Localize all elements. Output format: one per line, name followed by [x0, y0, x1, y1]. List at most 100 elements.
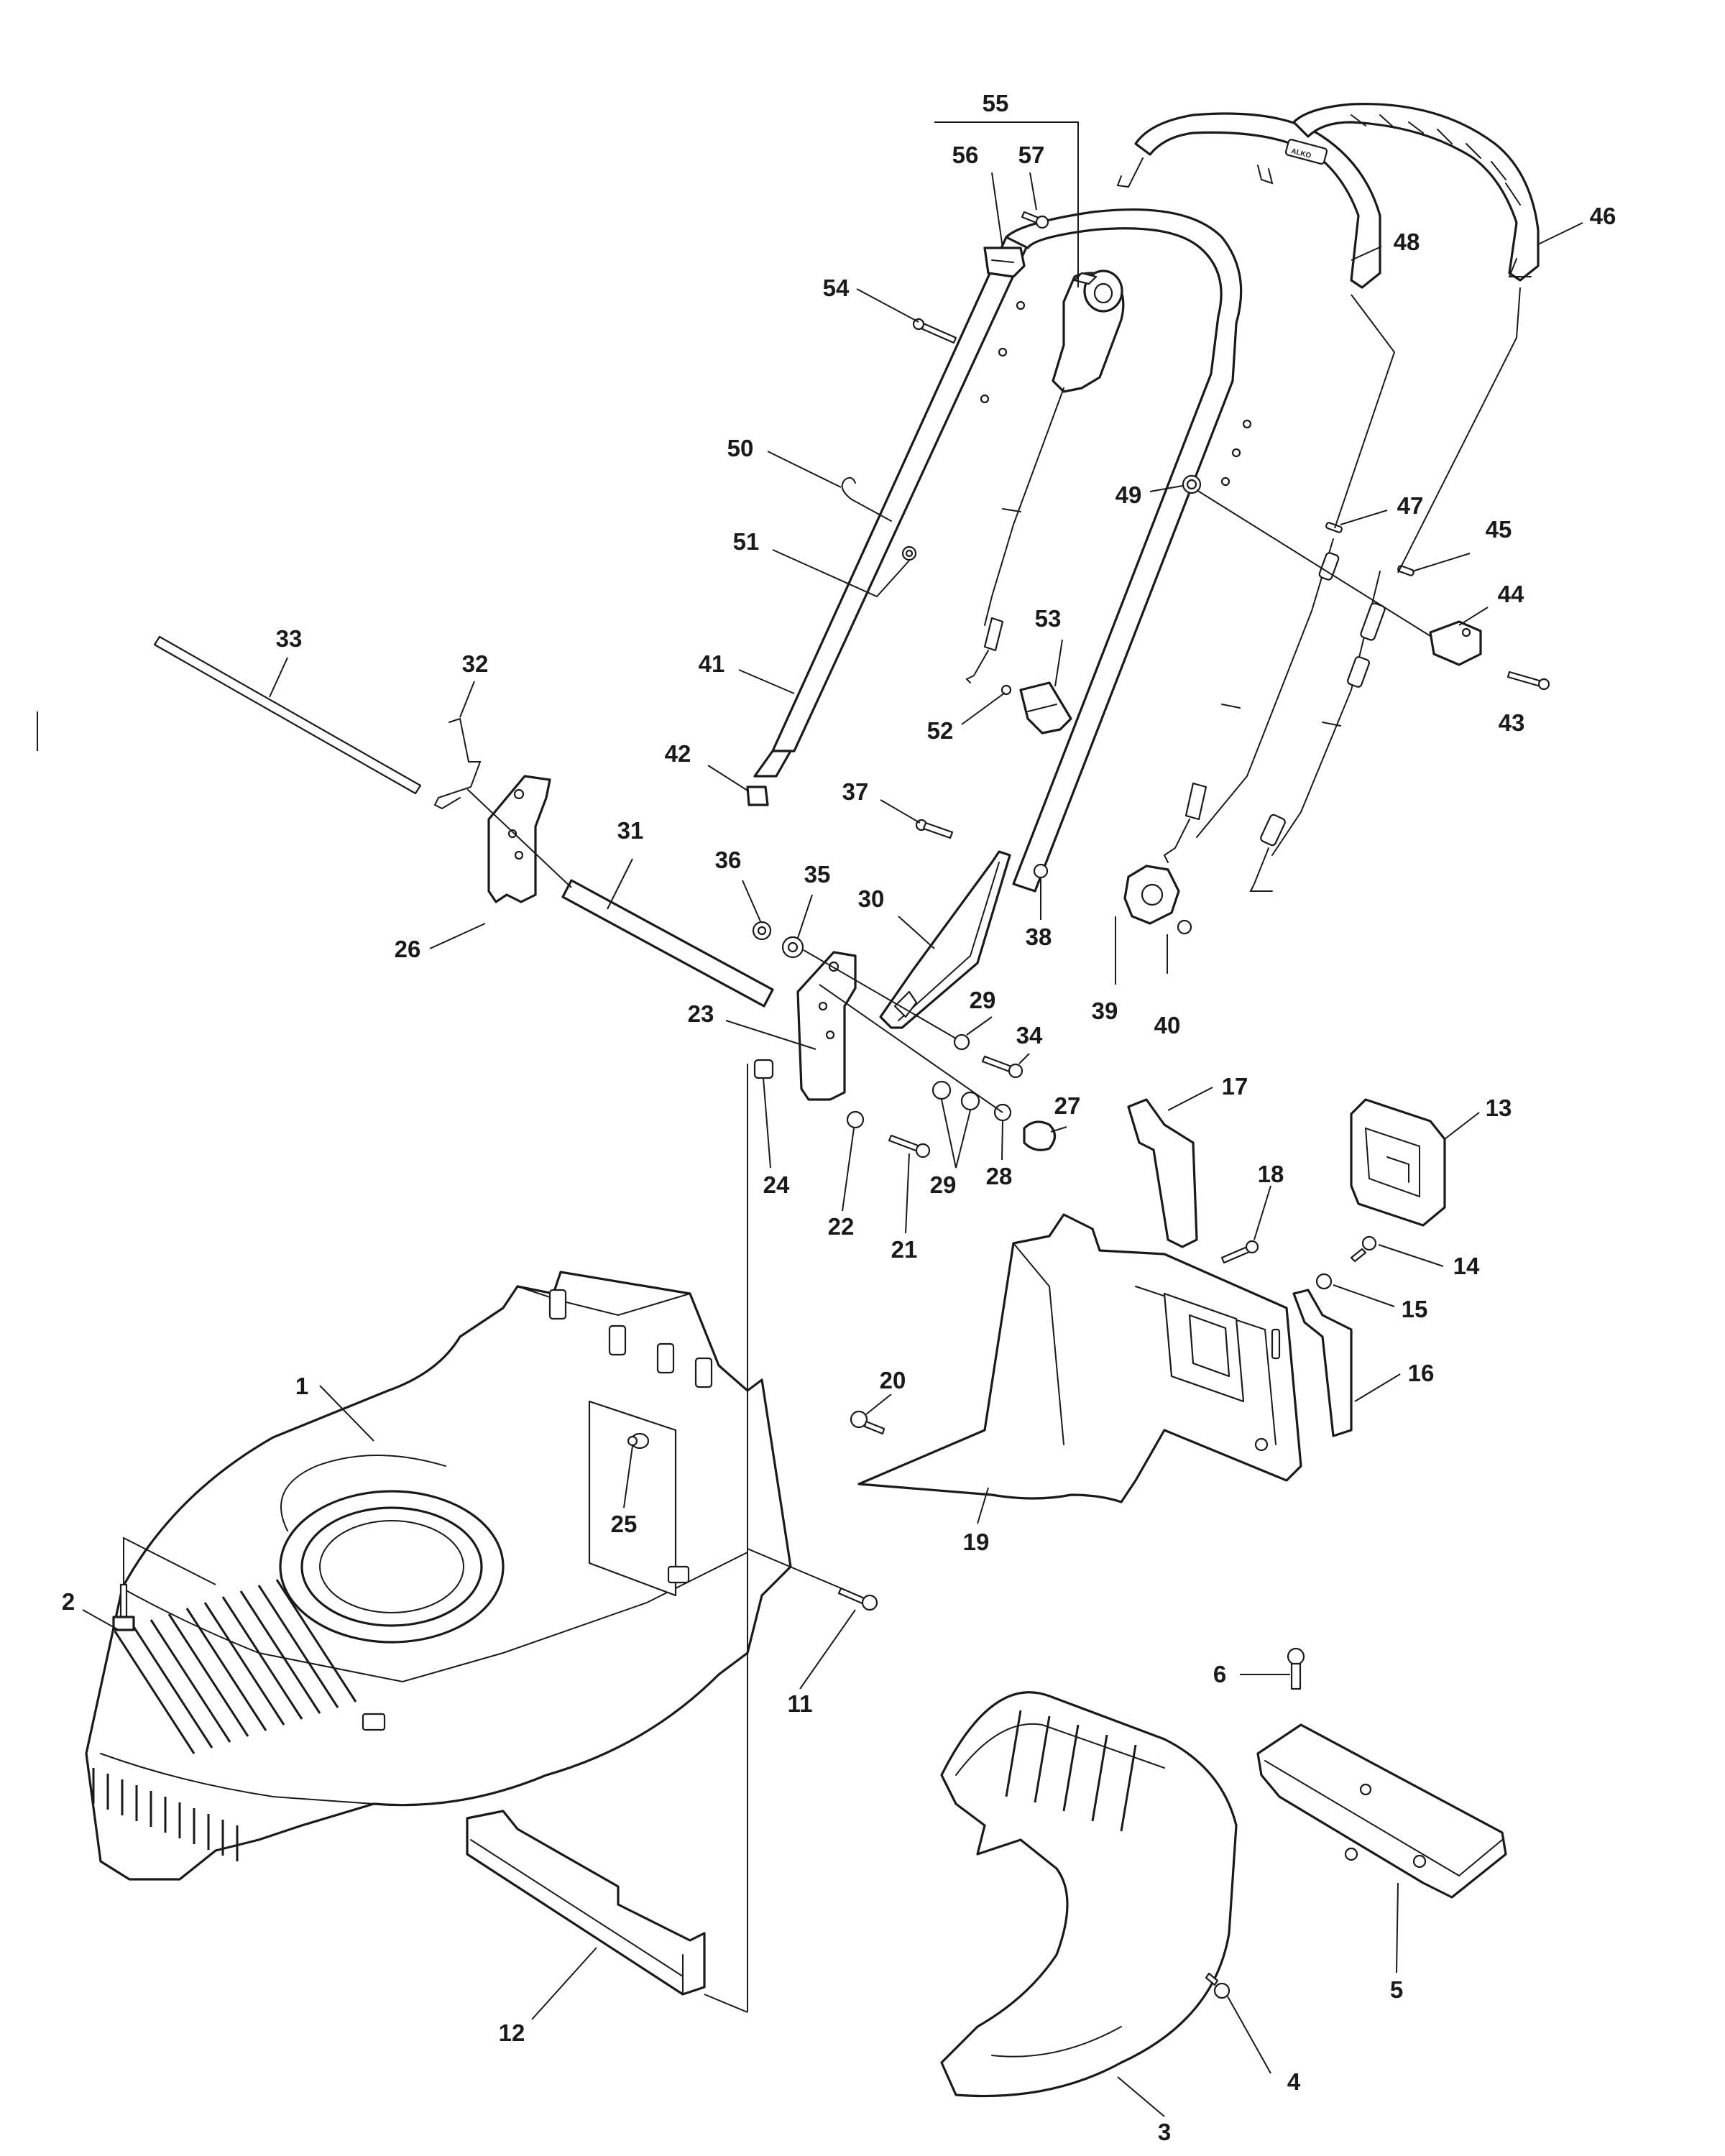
washer-29a [953, 1033, 970, 1051]
bracket-17 [1127, 1098, 1198, 1248]
callout-29-lower: 29 [930, 1171, 957, 1198]
bolt-11 [837, 1587, 878, 1611]
callout-29-upper: 29 [970, 987, 996, 1013]
cover-13 [1350, 1098, 1446, 1227]
main-handle [980, 208, 1252, 893]
callout-37: 37 [842, 778, 869, 805]
washer-29b [932, 1080, 952, 1100]
callout-16: 16 [1408, 1360, 1435, 1386]
callout-25: 25 [611, 1511, 638, 1537]
callout-12: 12 [499, 2019, 525, 2046]
control-housing [1052, 270, 1125, 393]
nut-49 [1182, 474, 1202, 494]
screw-4 [1205, 1972, 1230, 1999]
callout-50: 50 [727, 435, 754, 461]
bolt-6 [1287, 1647, 1305, 1690]
bolt-37 [915, 819, 954, 839]
tube-31 [561, 879, 774, 1008]
callout-42: 42 [665, 740, 691, 767]
callout-43: 43 [1499, 709, 1525, 736]
hook-50 [841, 476, 892, 522]
cable-left [965, 387, 1064, 683]
nut-51 [901, 545, 917, 561]
callout-labels: 1 2 3 4 5 6 11 12 13 14 15 16 17 18 19 2… [62, 90, 1616, 2145]
bolt-21 [888, 1134, 931, 1158]
callout-33: 33 [276, 625, 303, 652]
screw-57 [1021, 211, 1049, 229]
block-44 [1429, 620, 1482, 666]
callout-49: 49 [1116, 482, 1142, 508]
spacer-24 [753, 1059, 774, 1079]
screw-20 [850, 1410, 886, 1435]
callout-41: 41 [699, 650, 725, 677]
cable-end-45 [1397, 565, 1414, 576]
callout-31: 31 [617, 817, 644, 844]
height-lever [879, 850, 1011, 1029]
cable-end-47 [1325, 522, 1343, 533]
callout-13: 13 [1486, 1095, 1512, 1121]
washer-22 [846, 1110, 865, 1129]
callout-5: 5 [1390, 1976, 1403, 2003]
callout-35: 35 [804, 861, 831, 888]
clip-56 [983, 247, 1026, 278]
cap-42 [746, 786, 769, 806]
callout-32: 32 [462, 650, 489, 677]
cable-right [1249, 571, 1386, 892]
spring-32 [433, 717, 482, 810]
screw-18 [1220, 1240, 1259, 1264]
callout-1: 1 [295, 1373, 308, 1399]
callout-3: 3 [1158, 2119, 1171, 2145]
callout-48: 48 [1394, 229, 1420, 255]
callout-17: 17 [1222, 1073, 1248, 1100]
lower-handle [753, 236, 1029, 778]
callout-34: 34 [1016, 1022, 1043, 1049]
callout-51: 51 [733, 528, 760, 555]
knob-39 [1123, 865, 1180, 925]
bolt-2 [112, 1583, 135, 1631]
top-bar-48: ALKO [1116, 112, 1381, 289]
callout-56: 56 [952, 142, 979, 168]
callout-19: 19 [963, 1529, 990, 1555]
callout-53: 53 [1035, 605, 1062, 632]
nut-40 [1177, 919, 1192, 935]
callout-52: 52 [927, 717, 954, 744]
screw-52 [1000, 684, 1012, 696]
callout-54: 54 [823, 275, 850, 301]
callout-15: 15 [1402, 1296, 1428, 1322]
callout-47: 47 [1397, 492, 1424, 519]
callout-30: 30 [858, 885, 885, 912]
knob-53 [1019, 681, 1072, 734]
bolt-34 [981, 1055, 1024, 1079]
washer-29c [960, 1091, 980, 1111]
callout-24: 24 [763, 1171, 790, 1198]
cable-middle [1163, 538, 1340, 863]
callout-2: 2 [62, 1588, 75, 1615]
callout-28: 28 [986, 1163, 1013, 1189]
callout-20: 20 [880, 1367, 906, 1393]
bolt-54 [912, 318, 957, 344]
leader-lines [37, 121, 1583, 2117]
callout-23: 23 [688, 1000, 714, 1027]
callout-44: 44 [1498, 581, 1524, 607]
callout-22: 22 [828, 1213, 855, 1240]
axle-rod-33 [153, 635, 422, 795]
height-bracket-23 [796, 951, 857, 1101]
callout-21: 21 [891, 1236, 918, 1263]
mount-plate [1256, 1723, 1507, 1899]
callout-26: 26 [395, 936, 421, 962]
callout-36: 36 [715, 847, 742, 873]
callout-55: 55 [983, 90, 1009, 116]
callout-27: 27 [1054, 1092, 1081, 1119]
nut-25 [627, 1435, 638, 1447]
callout-6: 6 [1213, 1661, 1226, 1687]
cap-27 [1023, 1120, 1057, 1151]
front-bracket [466, 1810, 706, 1996]
callout-18: 18 [1258, 1161, 1284, 1187]
grass-box-bracket [857, 1213, 1302, 1503]
callout-14: 14 [1453, 1253, 1480, 1279]
mower-deck [85, 1271, 792, 1881]
screw-43 [1506, 671, 1550, 691]
callout-4: 4 [1287, 2068, 1301, 2095]
washer-35 [781, 936, 804, 959]
